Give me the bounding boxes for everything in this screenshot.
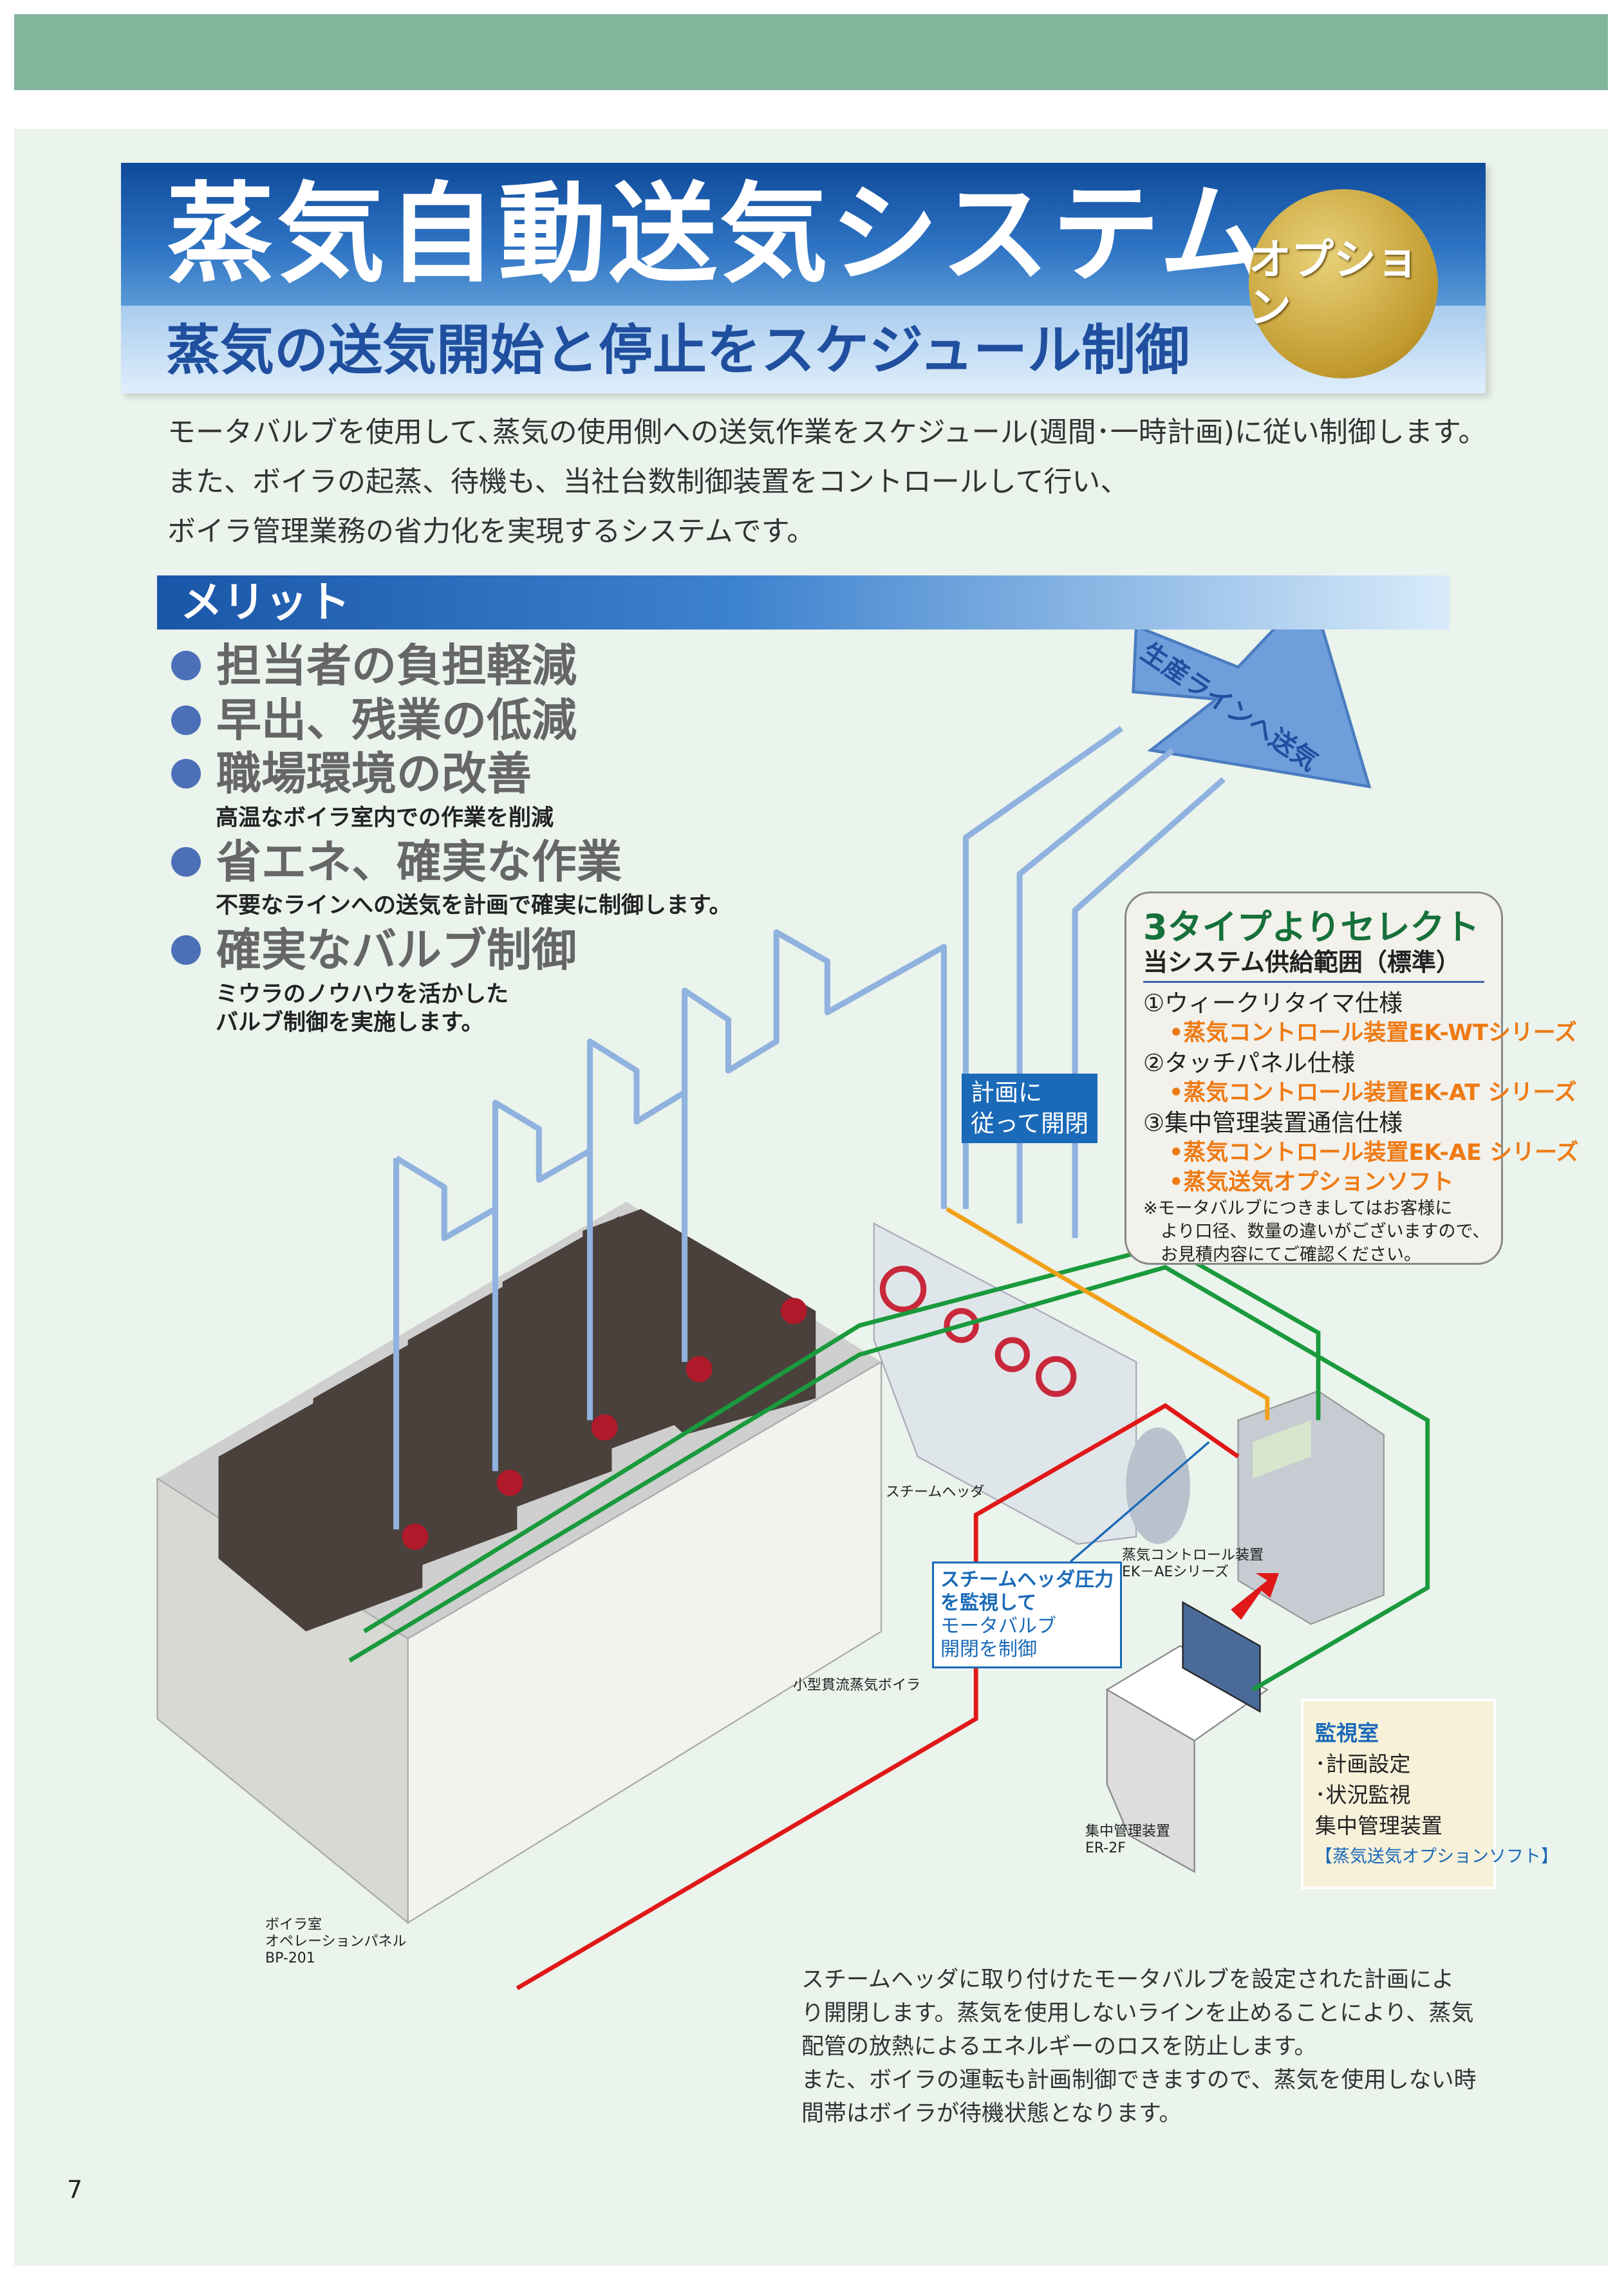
intro-line: ボイラ管理業務の省力化を実現するシステムです。 xyxy=(167,515,816,548)
option-product: •蒸気送気オプションソフト xyxy=(1169,1170,1454,1195)
merit-item: 早出、残業の低減 xyxy=(171,695,577,745)
merit-item-label: 職場環境の改善 xyxy=(216,747,532,800)
intro-line: また、ボイラの起蒸、待機も、当社台数制御装置をコントロールして行い、 xyxy=(167,465,1129,498)
merit-item-label: 担当者の負担軽減 xyxy=(216,639,577,692)
option-product: •蒸気コントロール装置EK-AE シリーズ xyxy=(1169,1140,1579,1166)
select-note: お見積内容にてご確認ください。 xyxy=(1143,1245,1421,1265)
select-title: 3タイプよりセレクト xyxy=(1143,907,1480,947)
select-box: 3タイプよりセレクト 当システム供給範囲（標準） ①ウィークリタイマ仕様 •蒸気… xyxy=(1125,891,1579,1265)
merit-bar: メリット xyxy=(157,575,1450,630)
callout-leader xyxy=(1070,1441,1210,1563)
valve-icons xyxy=(402,1298,807,1550)
monitoring-room-box: 監視室 ･計画設定 ･状況監視 集中管理装置 【蒸気送気オプションソフト】 xyxy=(1301,1699,1558,1889)
merit-sub: ミウラのノウハウを活かした xyxy=(216,982,509,1007)
boiler-label: 小型貫流蒸気ボイラ xyxy=(793,1677,921,1693)
merit-heading: メリット xyxy=(180,577,350,627)
option-badge: オプション xyxy=(1249,189,1438,378)
merit-sub: 高温なボイラ室内での作業を削減 xyxy=(216,805,554,831)
merit-sub: バルブ制御を実施します。 xyxy=(216,1010,484,1036)
option-product: •蒸気コントロール装置EK-AT シリーズ xyxy=(1169,1080,1577,1106)
select-subtitle: 当システム供給範囲（標準） xyxy=(1143,947,1484,983)
page-subtitle: 蒸気の送気開始と停止をスケジュール制御 xyxy=(166,319,1190,382)
option-label: ③集中管理装置通信仕様 xyxy=(1143,1109,1403,1137)
bullet-icon xyxy=(171,759,201,788)
merit-item-label: 早出、残業の低減 xyxy=(216,694,577,747)
merit-item: 職場環境の改善 xyxy=(171,749,532,799)
merit-item: 担当者の負担軽減 xyxy=(171,640,577,691)
select-note: より口径、数量の違いがございますので、 xyxy=(1143,1222,1490,1242)
merit-item-label: 確実なバルブ制御 xyxy=(216,924,577,976)
page-number: 7 xyxy=(67,2176,83,2204)
bullet-icon xyxy=(171,705,201,735)
signal-line-red xyxy=(516,1403,1240,1990)
title-box: 蒸気自動送気システム 蒸気の送気開始と停止をスケジュール制御 xyxy=(121,163,1486,393)
bullet-icon xyxy=(171,935,201,965)
bullet-icon xyxy=(171,651,201,680)
bullet-icon xyxy=(171,847,201,877)
plan-callout: 計画に従って開閉 xyxy=(962,1074,1098,1143)
bottom-text-line: スチームヘッダに取り付けたモータバルブを設定された計画によ xyxy=(801,1967,1454,1993)
select-note: ※モータバルブにつきましてはお客様に xyxy=(1143,1198,1453,1218)
bottom-text-line: 配管の放熱によるエネルギーのロスを防止します。 xyxy=(801,2034,1317,2060)
merit-sub: 不要なラインへの送気を計画で確実に制御します。 xyxy=(216,893,732,919)
bottom-text-line: 間帯はボイラが待機状態となります。 xyxy=(801,2101,1182,2127)
bottom-text-line: また、ボイラの運転も計画制御できますので、蒸気を使用しない時 xyxy=(801,2067,1477,2093)
motor-valve-icons xyxy=(879,1265,1077,1397)
monitor-callout: スチームヘッダ圧力 を監視して モータバルブ 開閉を制御 xyxy=(932,1562,1123,1668)
header-band xyxy=(14,14,1608,90)
bottom-text-line: り開閉します。蒸気を使用しないラインを止めることにより、蒸気 xyxy=(801,2001,1474,2026)
boiler-units xyxy=(218,1209,816,1632)
option-label: ②タッチパネル仕様 xyxy=(1143,1049,1356,1077)
intro-line: モータバルブを使用して､蒸気の使用側への送気作業をスケジュール(週間･一時計画)… xyxy=(167,416,1487,449)
merit-item-label: 省エネ、確実な作業 xyxy=(216,835,622,888)
signal-line-green xyxy=(348,1265,1430,1692)
production-line-arrow xyxy=(1132,587,1372,788)
merit-item: 確実なバルブ制御 xyxy=(171,925,577,975)
option-label: ①ウィークリタイマ仕様 xyxy=(1143,989,1403,1017)
merit-item: 省エネ、確実な作業 xyxy=(171,837,622,887)
steam-header-label: スチームヘッダ xyxy=(886,1484,985,1500)
option-product: •蒸気コントロール装置EK-WTシリーズ xyxy=(1169,1020,1578,1046)
red-arrow-icon xyxy=(1231,1573,1279,1620)
page-title: 蒸気自動送気システム xyxy=(166,171,1270,297)
signal-line-orange xyxy=(946,1207,1270,1421)
monitor xyxy=(1182,1601,1261,1713)
